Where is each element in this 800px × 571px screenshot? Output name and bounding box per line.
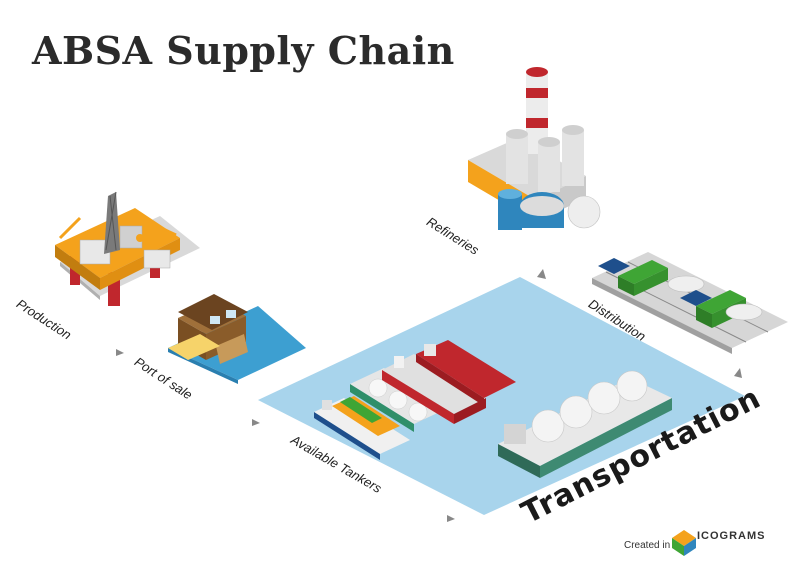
flow-arrows: [116, 269, 742, 522]
container-ship-icon: [314, 396, 410, 460]
refinery-icon: [468, 67, 601, 230]
red-tanker-icon: [382, 354, 486, 424]
created-in-text: Created in: [624, 540, 671, 551]
page-title: ABSA Supply Chain: [32, 28, 455, 73]
oil-rig-icon: [55, 191, 200, 306]
brand-name[interactable]: ICOGRAMS: [697, 530, 766, 542]
oil-tanker-icon: [416, 340, 516, 406]
lng-carrier-icon: [498, 370, 672, 478]
arrow-production-to-port: [116, 349, 124, 356]
arrow-port-to-tankers: [252, 419, 260, 426]
arrow-tankers-to-transport: [447, 515, 455, 522]
distribution-yard-icon: [592, 252, 788, 354]
arrow-distribution-to-refineries: [537, 269, 546, 279]
port-building-icon: [168, 294, 248, 364]
icograms-logo-icon: [672, 530, 696, 556]
arrow-transport-to-distribution: [734, 368, 742, 378]
lng-ship-small-icon: [350, 368, 448, 432]
